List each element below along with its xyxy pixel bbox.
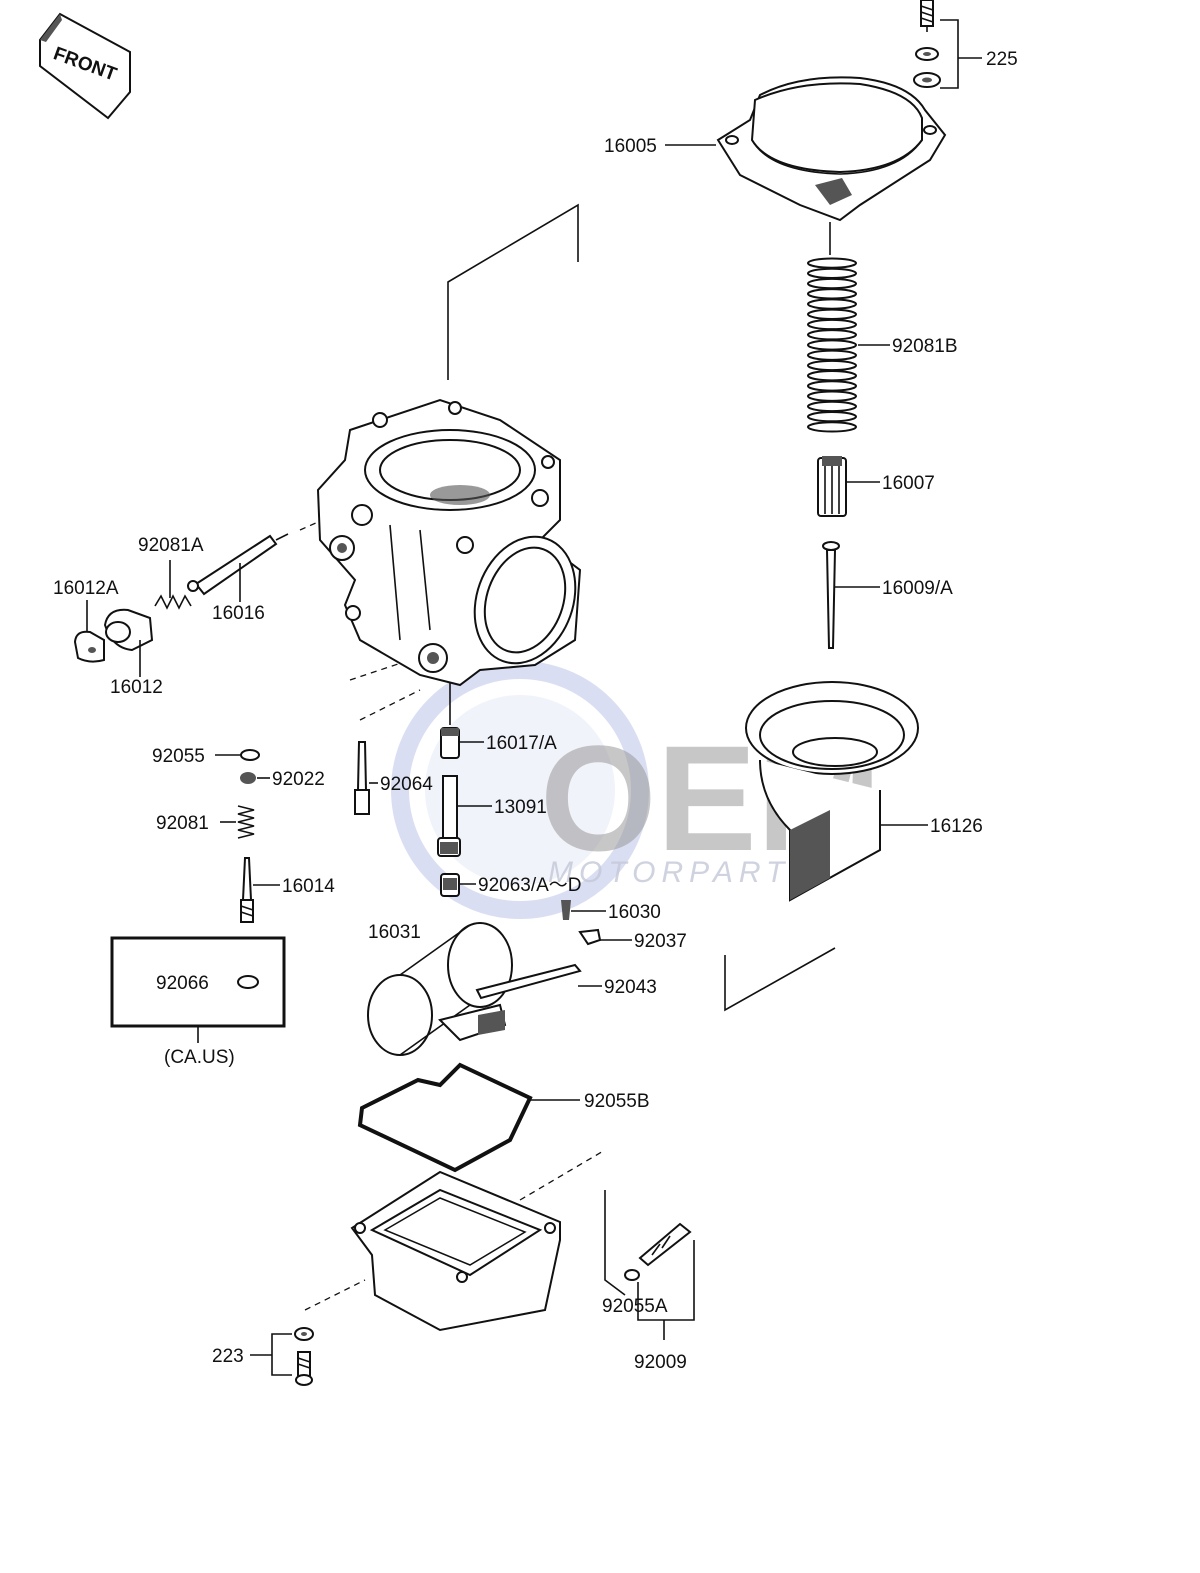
spring-coil (807, 277, 857, 290)
label-92022: 92022 (272, 769, 325, 790)
label-92009: 92009 (634, 1352, 687, 1373)
jets-center: 16017/A 92064 13091 92063/A～D 16030 9203… (354, 727, 687, 952)
label-92064: 92064 (380, 774, 433, 795)
spring-coil (807, 370, 857, 382)
label-92055: 92055 (152, 746, 205, 767)
label-92055B: 92055B (584, 1091, 650, 1112)
pilot-spring (154, 594, 192, 610)
label-92081B: 92081B (892, 336, 958, 357)
label-16007: 16007 (882, 473, 935, 494)
watermark-sub-text: MOTORPARTS (548, 856, 816, 889)
label-16126: 16126 (930, 816, 983, 837)
carburetor-body (316, 398, 582, 687)
label-ca-us: (CA.US) (164, 1047, 235, 1068)
label-13091: 13091 (494, 797, 547, 818)
spring-coil (807, 267, 857, 280)
spring-coil (807, 349, 857, 361)
label-225: 225 (986, 49, 1018, 70)
label-92055A: 92055A (602, 1296, 668, 1317)
spring-coil (807, 329, 857, 341)
spring-coil (807, 339, 857, 351)
label-16014: 16014 (282, 876, 335, 897)
label-92037: 92037 (634, 931, 687, 952)
label-223: 223 (212, 1346, 244, 1367)
jet-needle: 16009/A (822, 541, 953, 649)
label-16016: 16016 (212, 603, 265, 624)
spring-coil (807, 400, 857, 413)
label-16030: 16030 (608, 902, 661, 923)
label-92081A: 92081A (138, 535, 204, 556)
cap-screw (920, 0, 934, 32)
label-16017A: 16017/A (486, 733, 557, 754)
top-cap-assembly: 225 16005 (604, 0, 1018, 222)
drain-screw-92009: 92055A 92009 (602, 1222, 695, 1373)
label-16005: 16005 (604, 136, 657, 157)
label-92043: 92043 (604, 977, 657, 998)
float-assembly: 16031 92043 (367, 922, 657, 1056)
spring-coil (807, 298, 857, 310)
spring-coil (807, 359, 857, 372)
label-16009A: 16009/A (882, 578, 953, 599)
pilot-screw-assembly: 16016 92081A 16012 16012A (53, 533, 289, 698)
spring-coil (807, 257, 857, 269)
spring-coil (807, 421, 857, 433)
needle-holder: 16007 (817, 456, 935, 517)
float-bowl-gasket: 92055B (357, 1062, 650, 1173)
label-92081: 92081 (156, 813, 209, 834)
spring-coil (807, 308, 857, 320)
small-parts-left: 92055 92022 92081 16014 92066 (CA.US) (110, 746, 335, 1068)
vacuum-piston: 16126 (745, 681, 983, 902)
label-16012: 16012 (110, 677, 163, 698)
spring-coil (807, 288, 857, 300)
diaphragm-spring: 92081B (807, 222, 958, 433)
label-16031: 16031 (368, 922, 421, 943)
front-arrow-badge: FRONT (39, 12, 131, 120)
label-92063: 92063/A～D (478, 875, 582, 896)
label-92066: 92066 (156, 973, 209, 994)
bowl-screw-223: 223 (212, 1327, 314, 1386)
spring-coil (807, 390, 857, 402)
spring-coil (807, 410, 857, 423)
spring-coil (807, 318, 857, 331)
spring-coil (807, 380, 857, 392)
float-bowl (350, 1170, 561, 1332)
label-16012A: 16012A (53, 578, 119, 599)
